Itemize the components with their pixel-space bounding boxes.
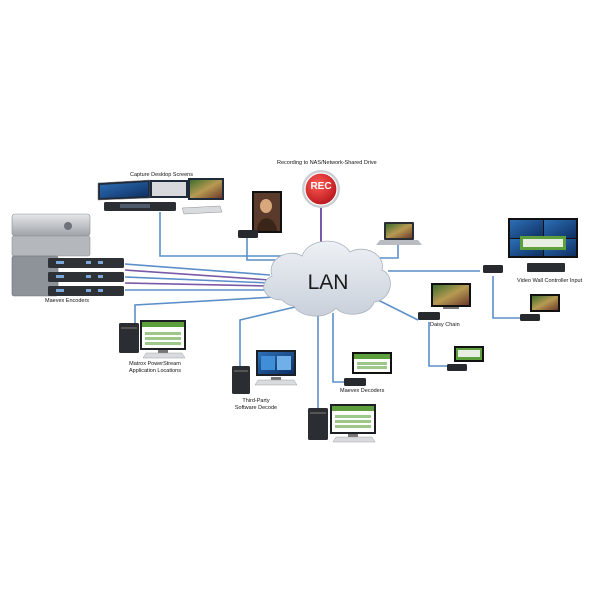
thirdparty-pc <box>232 350 298 394</box>
powerstream-pc <box>119 320 186 359</box>
lan-label: LAN <box>307 271 349 294</box>
line-decoders <box>332 313 350 383</box>
encoder-stack <box>11 213 124 297</box>
decoders-label: Maevex Decoders <box>340 388 385 394</box>
line-encoders-4 <box>124 282 271 287</box>
connection-lines <box>124 207 520 410</box>
line-powerstream <box>134 296 276 323</box>
line-encoders-2 <box>124 269 271 281</box>
encoders-label: Maevex Encoders <box>45 298 90 304</box>
maevex-decoders <box>344 352 392 386</box>
laptop <box>376 222 422 245</box>
line-thirdparty <box>239 306 296 368</box>
powerstream-label-2: Application Locations <box>129 368 181 374</box>
line-videowall-down <box>492 276 520 319</box>
line-daisy <box>377 299 419 321</box>
thirdparty-label-2: Software Decode <box>234 405 278 411</box>
videowall-label: Video Wall Controller Input <box>517 278 583 284</box>
portrait-display <box>238 191 282 238</box>
rec-button <box>302 170 340 208</box>
powerstream-label-1: Matrox PowerStream <box>129 361 181 367</box>
bottom-pc <box>308 404 376 443</box>
line-daisy-down <box>428 322 452 367</box>
video-wall <box>483 218 578 321</box>
capture-label: Capture Desktop Screens <box>130 172 193 178</box>
lan-cloud <box>263 240 391 317</box>
rec-label: REC <box>310 181 332 192</box>
capture-desktop-screens <box>97 178 224 215</box>
line-portrait-decoder <box>246 236 288 261</box>
recording-label: Recording to NAS/Network-Shared Drive <box>277 160 377 166</box>
line-encoders-3 <box>124 276 271 284</box>
daisy-chain-label: Daisy Chain <box>430 322 460 328</box>
thirdparty-label-1: Third-Party <box>242 398 270 404</box>
line-encoders-1 <box>124 263 271 276</box>
daisy-chain <box>418 283 484 371</box>
line-capture <box>159 212 285 257</box>
